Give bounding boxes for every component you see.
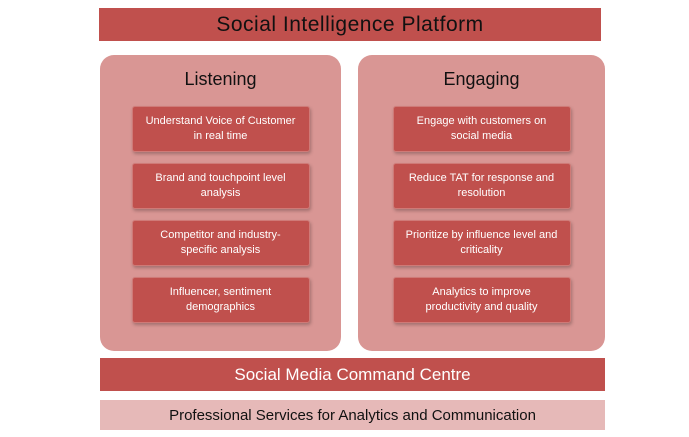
engaging-feature-box: Analytics to improve productivity and qu… [392, 277, 571, 323]
professional-services-bar: Professional Services for Analytics and … [100, 400, 605, 430]
panel-engaging: Engaging Engage with customers on social… [358, 55, 605, 351]
listening-feature-box: Influencer, sentiment demographics [131, 277, 310, 323]
engaging-feature-box: Engage with customers on social media [392, 106, 571, 152]
engaging-box-list: Engage with customers on social media Re… [392, 106, 571, 323]
title-bar: Social Intelligence Platform [99, 8, 601, 41]
engaging-feature-box: Reduce TAT for response and resolution [392, 163, 571, 209]
command-centre-label: Social Media Command Centre [234, 364, 471, 384]
professional-services-label: Professional Services for Analytics and … [169, 406, 536, 424]
listening-feature-box: Brand and touchpoint level analysis [131, 163, 310, 209]
listening-box-list: Understand Voice of Customer in real tim… [131, 106, 310, 323]
listening-feature-box: Understand Voice of Customer in real tim… [131, 106, 310, 152]
panel-engaging-header: Engaging [443, 69, 520, 89]
engaging-feature-box: Prioritize by influence level and critic… [392, 220, 571, 266]
page-title: Social Intelligence Platform [216, 12, 484, 36]
panel-listening-header: Listening [184, 69, 257, 89]
panel-listening: Listening Understand Voice of Customer i… [100, 55, 341, 351]
listening-feature-box: Competitor and industry-specific analysi… [131, 220, 310, 266]
command-centre-bar: Social Media Command Centre [100, 358, 605, 391]
